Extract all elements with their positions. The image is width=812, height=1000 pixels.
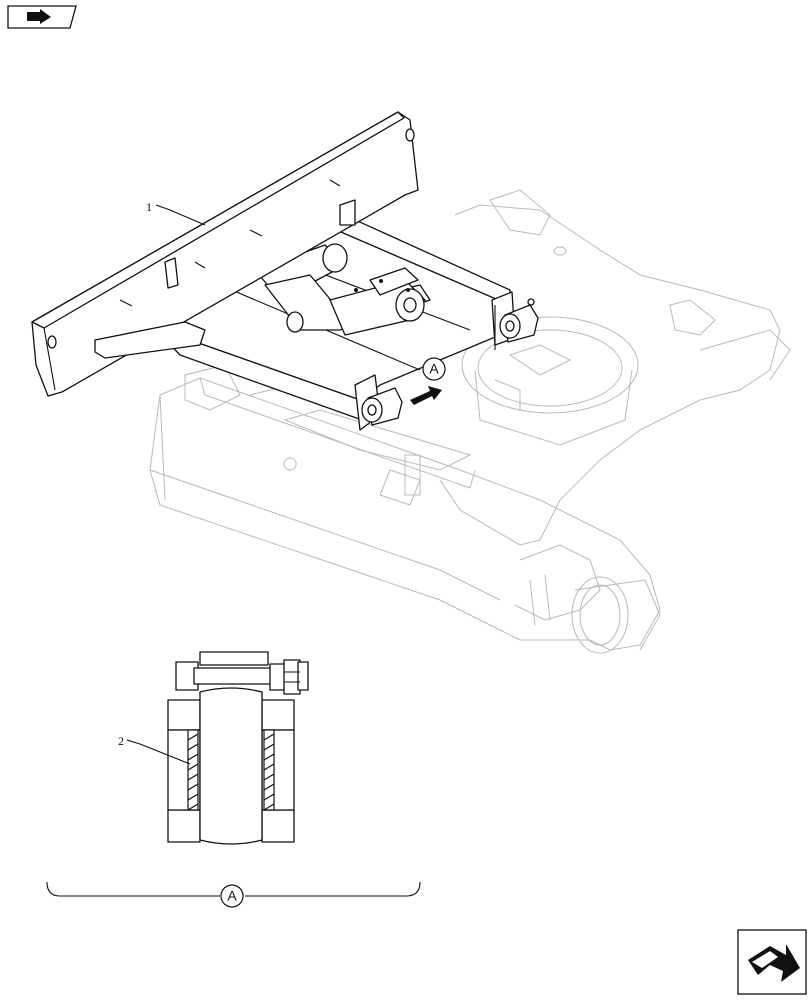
- bracket-marker-label: A: [227, 888, 237, 904]
- bushing-hatching: [187, 733, 275, 811]
- bracket-marker: [220, 884, 244, 908]
- detail-a-section-view: [167, 651, 309, 845]
- detail-a-bracket: A: [46, 881, 421, 908]
- detail-pointer: A: [410, 357, 446, 405]
- detail-marker-label: A: [429, 361, 439, 377]
- callout-2-number: 2: [118, 734, 124, 748]
- bushing-right: [263, 729, 275, 811]
- callout-1-number: 1: [146, 200, 152, 214]
- bushing-left: [187, 729, 199, 811]
- next-page-arrow-icon: [748, 944, 800, 982]
- callout-item-1: 1: [146, 200, 206, 226]
- dozer-blade-assembly: [31, 111, 539, 431]
- detail-marker: [422, 357, 446, 381]
- next-page-button[interactable]: [737, 929, 807, 995]
- previous-page-arrow-icon: [27, 9, 51, 24]
- previous-page-button[interactable]: [7, 5, 77, 29]
- callout-item-2: 2: [118, 734, 191, 765]
